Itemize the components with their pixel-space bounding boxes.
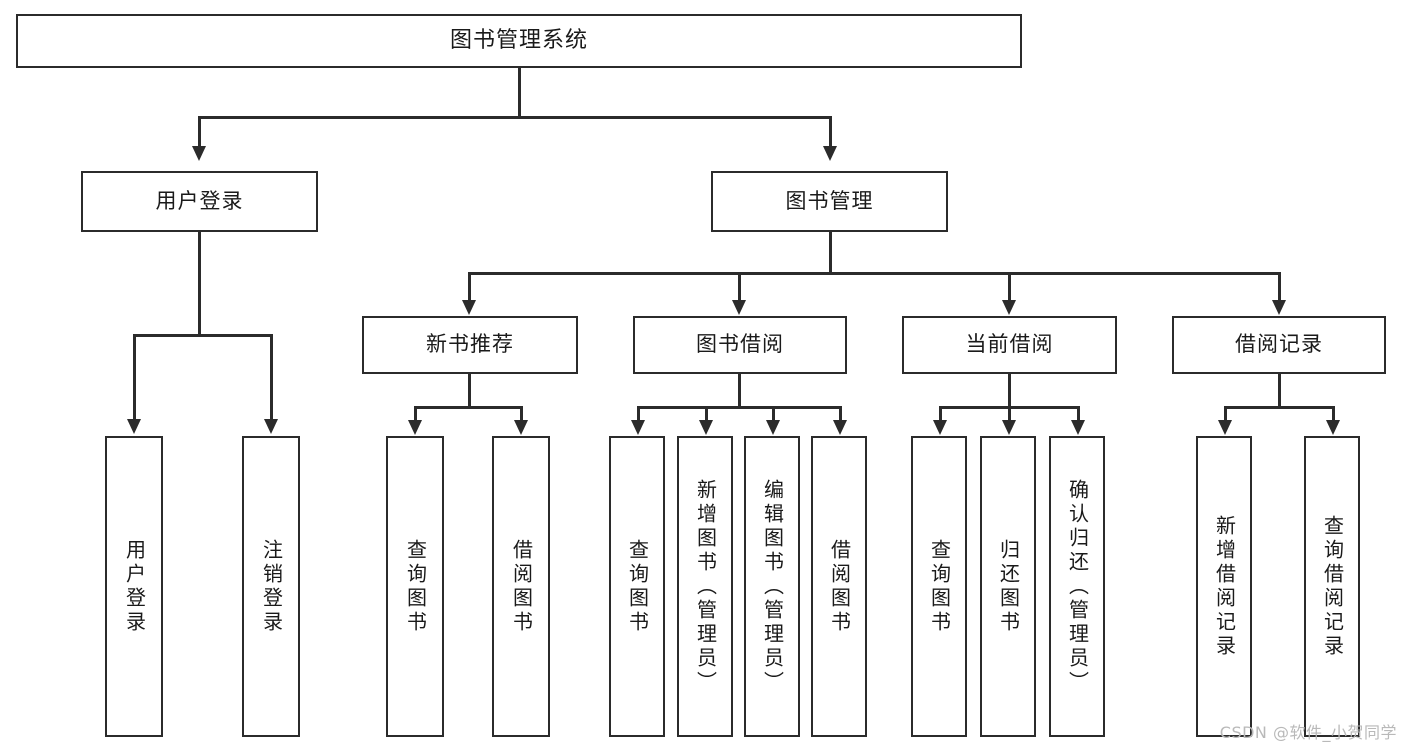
arrow-br-leaf-1 (1218, 420, 1232, 435)
connector-bb-leaf-2 (705, 406, 708, 422)
arrow-root-to-user-login (192, 146, 206, 161)
leaf-borrow-record-1[interactable]: 新增借阅记录 (1196, 436, 1252, 737)
arrow-cb-leaf-2 (1002, 420, 1016, 435)
node-label: 当前借阅 (965, 332, 1054, 357)
connector-cb-leaf-3 (1077, 406, 1080, 422)
leaf-book-borrow-3[interactable]: 编辑图书（管理员） (744, 436, 800, 737)
connector-root-bar (198, 116, 831, 119)
leaf-label: 新增图书（管理员） (693, 478, 718, 695)
connector-user-login-bar (133, 334, 272, 337)
arrow-bm-to-new-book (462, 300, 476, 315)
node-label: 图书管理 (785, 188, 874, 213)
leaf-label: 确认归还（管理员） (1065, 478, 1090, 695)
connector-book-manage-bar (468, 272, 1280, 275)
leaf-label: 借阅图书 (509, 538, 534, 635)
csdn-watermark: CSDN @软件_小贺同学 (1219, 723, 1397, 742)
node-root-system[interactable]: 图书管理系统 (16, 14, 1022, 68)
leaf-label: 查询图书 (927, 538, 952, 635)
connector-bb-bar (637, 406, 840, 409)
connector-bm-to-new-book (468, 272, 471, 302)
arrow-bm-to-borrow-record (1272, 300, 1286, 315)
arrow-cb-leaf-1 (933, 420, 947, 435)
leaf-current-borrow-3[interactable]: 确认归还（管理员） (1049, 436, 1105, 737)
connector-nbr-drop (468, 374, 471, 408)
node-label: 图书借阅 (696, 332, 784, 357)
node-book-borrow[interactable]: 图书借阅 (633, 316, 847, 374)
connector-bb-leaf-3 (772, 406, 775, 422)
connector-book-manage-drop (829, 232, 832, 274)
leaf-new-book-2[interactable]: 借阅图书 (492, 436, 550, 737)
arrow-nbr-leaf-1 (408, 420, 422, 435)
leaf-current-borrow-1[interactable]: 查询图书 (911, 436, 967, 737)
arrow-nbr-leaf-2 (514, 420, 528, 435)
arrow-user-login-leaf-2 (264, 419, 278, 434)
node-current-borrow[interactable]: 当前借阅 (902, 316, 1117, 374)
connector-user-login-drop (198, 232, 201, 336)
leaf-book-borrow-4[interactable]: 借阅图书 (811, 436, 867, 737)
arrow-bb-leaf-3 (766, 420, 780, 435)
arrow-root-to-book-manage (823, 146, 837, 161)
connector-user-login-leaf-1 (133, 334, 136, 421)
arrow-user-login-leaf-1 (127, 419, 141, 434)
leaf-book-borrow-1[interactable]: 查询图书 (609, 436, 665, 737)
node-label: 借阅记录 (1235, 332, 1323, 357)
connector-br-leaf-1 (1224, 406, 1227, 422)
leaf-current-borrow-2[interactable]: 归还图书 (980, 436, 1036, 737)
leaf-label: 借阅图书 (827, 538, 852, 635)
connector-cb-leaf-2 (1008, 406, 1011, 422)
connector-nbr-leaf-1 (414, 406, 417, 422)
leaf-label: 归还图书 (996, 538, 1021, 635)
connector-user-login-leaf-2 (270, 334, 273, 421)
leaf-label: 查询图书 (403, 538, 428, 635)
connector-nbr-leaf-2 (520, 406, 523, 422)
leaf-book-borrow-2[interactable]: 新增图书（管理员） (677, 436, 733, 737)
leaf-label: 查询借阅记录 (1320, 514, 1345, 659)
connector-bm-to-current-borrow (1008, 272, 1011, 302)
connector-bm-to-borrow-record (1278, 272, 1281, 302)
connector-bb-leaf-4 (839, 406, 842, 422)
node-label: 图书管理系统 (449, 27, 588, 53)
arrow-bb-leaf-1 (631, 420, 645, 435)
connector-bm-to-book-borrow (738, 272, 741, 302)
connector-br-leaf-2 (1332, 406, 1335, 422)
node-new-book-recommend[interactable]: 新书推荐 (362, 316, 578, 374)
leaf-label: 查询图书 (625, 538, 650, 635)
arrow-cb-leaf-3 (1071, 420, 1085, 435)
connector-cb-leaf-1 (939, 406, 942, 422)
connector-bb-leaf-1 (637, 406, 640, 422)
arrow-bm-to-current-borrow (1002, 300, 1016, 315)
leaf-new-book-1[interactable]: 查询图书 (386, 436, 444, 737)
leaf-borrow-record-2[interactable]: 查询借阅记录 (1304, 436, 1360, 737)
arrow-br-leaf-2 (1326, 420, 1340, 435)
node-book-manage[interactable]: 图书管理 (711, 171, 948, 232)
arrow-bb-leaf-2 (699, 420, 713, 435)
arrow-bm-to-book-borrow (732, 300, 746, 315)
leaf-label: 用户登录 (122, 538, 147, 635)
connector-br-drop (1278, 374, 1281, 408)
node-borrow-record[interactable]: 借阅记录 (1172, 316, 1386, 374)
node-label: 新书推荐 (426, 332, 514, 357)
connector-root-to-user-login (198, 116, 201, 148)
arrow-bb-leaf-4 (833, 420, 847, 435)
leaf-user-login-2[interactable]: 注销登录 (242, 436, 300, 737)
node-label: 用户登录 (155, 188, 244, 213)
leaf-label: 新增借阅记录 (1212, 514, 1237, 659)
connector-bb-drop (738, 374, 741, 408)
connector-root-to-book-manage (829, 116, 832, 148)
node-user-login[interactable]: 用户登录 (81, 171, 318, 232)
leaf-label: 注销登录 (259, 538, 284, 635)
connector-root-drop (518, 68, 521, 118)
leaf-label: 编辑图书（管理员） (760, 478, 785, 695)
connector-nbr-bar (414, 406, 522, 409)
connector-br-bar (1224, 406, 1334, 409)
connector-cb-drop (1008, 374, 1011, 408)
leaf-user-login-1[interactable]: 用户登录 (105, 436, 163, 737)
